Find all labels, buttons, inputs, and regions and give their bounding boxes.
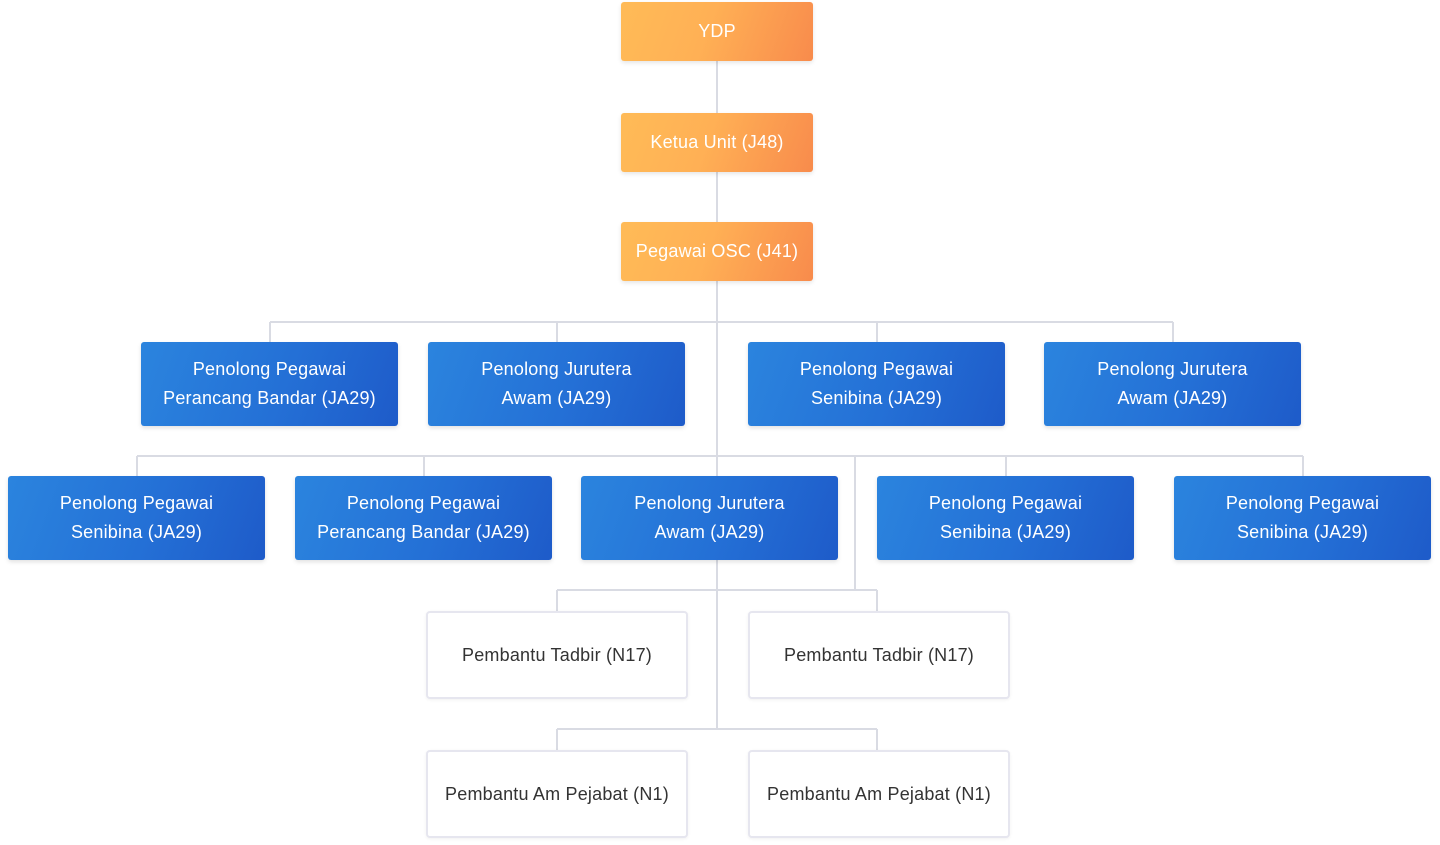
node-label-line1: Penolong Jurutera	[634, 493, 785, 513]
node-label: Pembantu Am Pejabat (N1)	[767, 783, 991, 804]
node-row2-4: Penolong Pegawai Senibina (JA29)	[877, 476, 1134, 560]
node-row2-5: Penolong Pegawai Senibina (JA29)	[1174, 476, 1431, 560]
node-label-line1: Penolong Jurutera	[481, 359, 632, 379]
node-label: Ketua Unit (J48)	[650, 132, 784, 152]
node-label: Pembantu Tadbir (N17)	[784, 644, 974, 665]
node-pembantu-tadbir-2: Pembantu Tadbir (N17)	[748, 611, 1010, 699]
node-label: Pembantu Tadbir (N17)	[462, 644, 652, 665]
node-label-line2: Awam (JA29)	[654, 522, 765, 542]
node-row1-2: Penolong Jurutera Awam (JA29)	[428, 342, 685, 426]
node-label-line1: Penolong Pegawai	[59, 493, 214, 513]
node-label-line2: Senibina (JA29)	[70, 522, 203, 542]
node-row1-3: Penolong Pegawai Senibina (JA29)	[748, 342, 1005, 426]
node-label-line1: Penolong Jurutera	[1097, 359, 1248, 379]
node-ydp: YDP	[621, 2, 813, 61]
node-pembantu-tadbir-1: Pembantu Tadbir (N17)	[426, 611, 688, 699]
node-row1-4: Penolong Jurutera Awam (JA29)	[1044, 342, 1301, 426]
node-row2-2: Penolong Pegawai Perancang Bandar (JA29)	[295, 476, 552, 560]
node-pegawai-osc: Pegawai OSC (J41)	[621, 222, 813, 281]
node-pembantu-am-pejabat-2: Pembantu Am Pejabat (N1)	[748, 750, 1010, 838]
node-label: Pegawai OSC (J41)	[635, 241, 799, 261]
node-label-line2: Awam (JA29)	[501, 388, 612, 408]
node-label-line2: Perancang Bandar (JA29)	[163, 388, 376, 408]
node-row2-1: Penolong Pegawai Senibina (JA29)	[8, 476, 265, 560]
node-pembantu-am-pejabat-1: Pembantu Am Pejabat (N1)	[426, 750, 688, 838]
node-label: YDP	[698, 21, 736, 41]
node-label-line1: Penolong Pegawai	[799, 359, 954, 379]
node-row1-1: Penolong Pegawai Perancang Bandar (JA29)	[141, 342, 398, 426]
node-label-line1: Penolong Pegawai	[346, 493, 501, 513]
node-label-line2: Perancang Bandar (JA29)	[317, 522, 530, 542]
node-ketua-unit: Ketua Unit (J48)	[621, 113, 813, 172]
node-label-line1: Penolong Pegawai	[192, 359, 347, 379]
node-label-line2: Senibina (JA29)	[939, 522, 1072, 542]
node-label: Pembantu Am Pejabat (N1)	[445, 783, 669, 804]
node-label-line1: Penolong Pegawai	[1225, 493, 1380, 513]
node-label-line2: Senibina (JA29)	[810, 388, 943, 408]
node-label-line2: Senibina (JA29)	[1236, 522, 1369, 542]
node-label-line1: Penolong Pegawai	[928, 493, 1083, 513]
node-row2-3: Penolong Jurutera Awam (JA29)	[581, 476, 838, 560]
node-label-line2: Awam (JA29)	[1117, 388, 1228, 408]
